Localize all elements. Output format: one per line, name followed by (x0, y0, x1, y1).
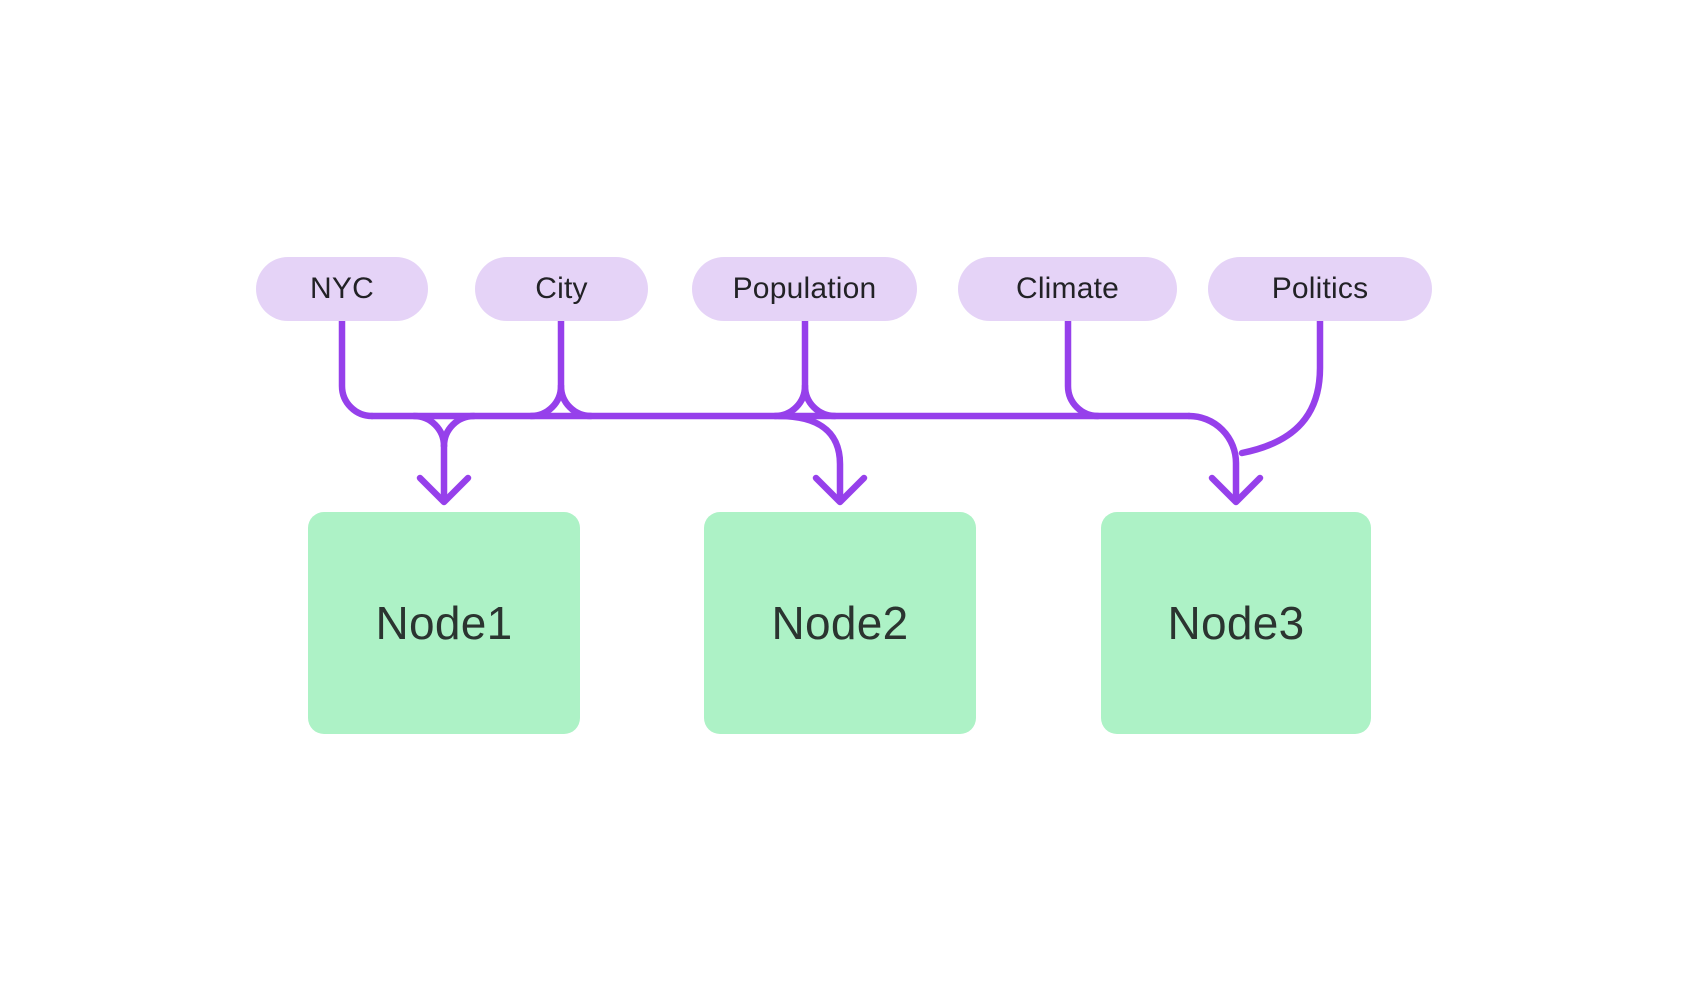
key-pill-climate-label: Climate (1015, 272, 1120, 305)
edge-drop-node1-right (440, 412, 478, 450)
edge-city-branch-left (527, 317, 565, 420)
key-pill-climate: Climate (958, 257, 1177, 321)
edge-drop-node3-shaft (1185, 412, 1240, 501)
node-box-node1: Node1 (308, 512, 580, 734)
edge-population-branch-left (771, 317, 809, 420)
edge-climate-stub (1064, 317, 1102, 420)
node-box-node2-label: Node2 (771, 597, 909, 649)
key-pill-politics-label: Politics (1271, 272, 1369, 305)
edge-nyc-stub (338, 317, 376, 420)
key-pill-population: Population (692, 257, 917, 321)
node-box-node2: Node2 (704, 512, 976, 734)
node-box-node3: Node3 (1101, 512, 1371, 734)
arrowhead-node2 (812, 474, 868, 506)
edge-drop-node1-left (410, 412, 448, 450)
arrowhead-node3 (1208, 474, 1264, 506)
arrowhead-node1 (416, 474, 472, 506)
edge-drop-node2-shaft (775, 412, 844, 501)
node-box-node1-label: Node1 (375, 597, 513, 649)
key-pill-nyc: NYC (256, 257, 428, 321)
key-pill-nyc-label: NYC (310, 272, 374, 305)
edge-population-branch-right (801, 382, 839, 420)
key-pill-city: City (475, 257, 648, 321)
key-pill-politics: Politics (1208, 257, 1432, 321)
node-box-node3-label: Node3 (1167, 597, 1305, 649)
key-pill-population-label: Population (732, 272, 877, 305)
edge-city-branch-right (557, 382, 595, 420)
key-pill-city-label: City (535, 272, 588, 305)
edge-politics-stub (1238, 317, 1324, 457)
